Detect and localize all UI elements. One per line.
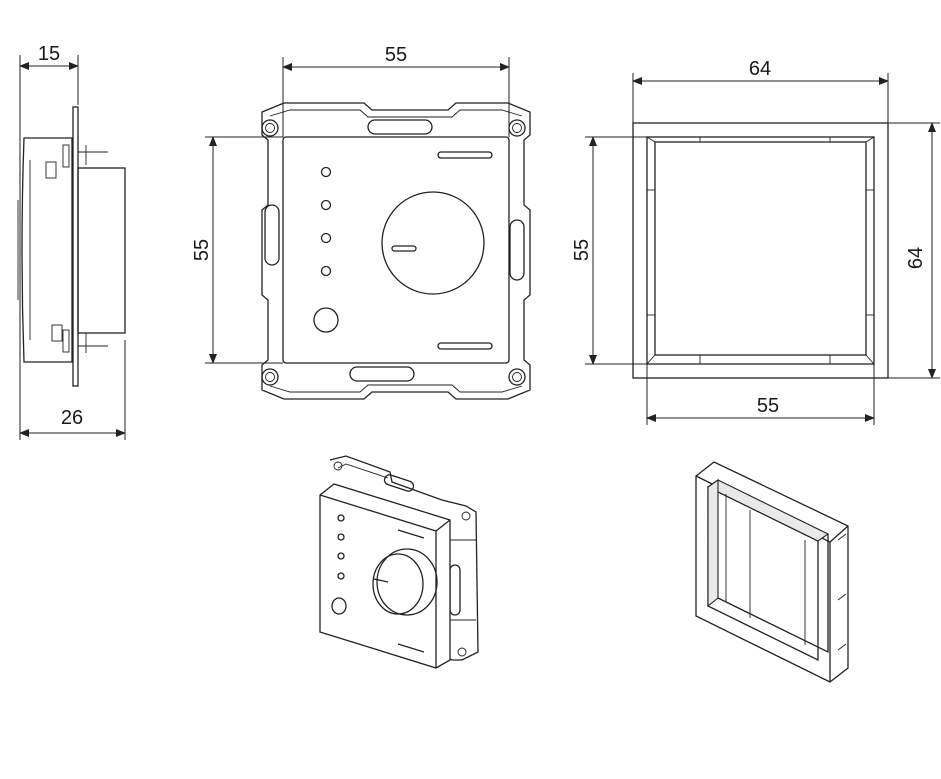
- iso-device-body: [319, 483, 451, 669]
- dim-label-front-width: 55: [385, 44, 407, 66]
- frame-outer: [632, 122, 889, 379]
- dim-label-frame-height: 64: [905, 247, 927, 269]
- front-mount-frame: [261, 102, 531, 400]
- dim-label-frame-width: 64: [749, 58, 771, 80]
- dim-label-front-height: 55: [191, 239, 213, 261]
- dim-label-frame-inner-height: 55: [571, 239, 593, 261]
- dim-label-frame-inner-width: 55: [757, 395, 779, 417]
- iso-frame: [695, 461, 849, 683]
- iso-knob: [376, 548, 438, 616]
- front-knob: [381, 191, 485, 295]
- frame-inner: [654, 141, 867, 356]
- side-faceplate: [72, 106, 79, 387]
- iso-frame-outer: [695, 461, 849, 683]
- side-view: 15 26: [17, 43, 126, 440]
- front-button: [313, 307, 339, 333]
- iso-device: [319, 455, 479, 669]
- dim-label-side-top: 15: [38, 43, 60, 65]
- front-faceplate: [282, 136, 510, 364]
- side-module: [77, 167, 126, 334]
- front-view: 55 55: [191, 44, 531, 400]
- frame-view: 64 64 55 55: [571, 58, 940, 425]
- side-body: [21, 137, 73, 363]
- dim-label-side-bottom: 26: [61, 407, 83, 429]
